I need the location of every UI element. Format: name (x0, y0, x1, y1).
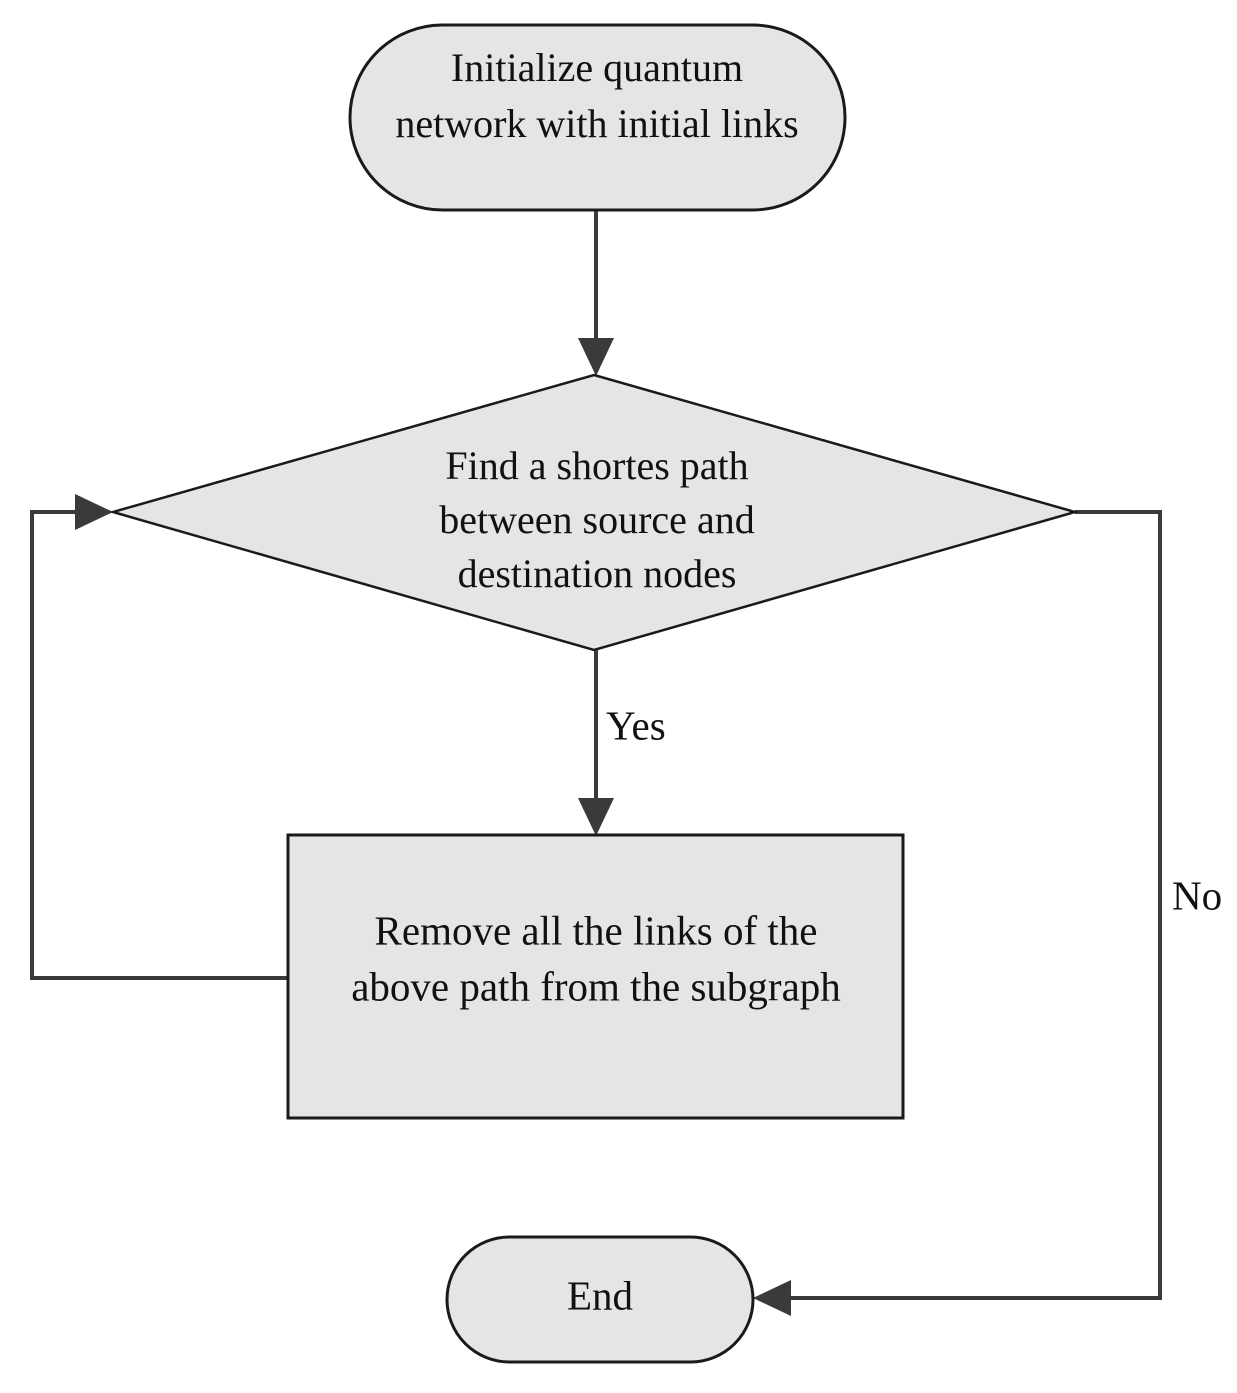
process-node-line-2: above path from the subgraph (351, 963, 841, 1009)
arrow-head-down-to-decision (578, 338, 614, 376)
decision-node-line-3: destination nodes (458, 551, 737, 596)
process-node-line-1: Remove all the links of the (375, 907, 818, 953)
process-node-shape (286, 833, 905, 1120)
decision-node-shape (108, 373, 1080, 652)
edge-decision-no-to-end (753, 510, 1162, 1316)
edge-process-loop-back-to-decision (30, 494, 288, 980)
edge-label-yes: Yes (606, 702, 666, 748)
start-node-shape (348, 23, 847, 212)
decision-node-line-2: between source and (439, 497, 754, 542)
start-node-line-1: Initialize quantum (451, 45, 743, 90)
edge-label-no: No (1172, 872, 1222, 918)
node-decision[interactable]: Find a shortes path between source and d… (108, 373, 1080, 652)
start-node-line-2: network with initial links (395, 101, 798, 146)
node-process[interactable]: Remove all the links of the above path f… (286, 833, 905, 1120)
node-start[interactable]: Initialize quantum network with initial … (348, 23, 847, 212)
edge-decision-yes-to-process (578, 650, 614, 836)
node-end[interactable]: End (445, 1235, 755, 1364)
arrow-head-right-to-decision (75, 494, 113, 530)
end-node-label: End (567, 1272, 633, 1318)
arrow-head-down-to-process (578, 798, 614, 836)
arrow-head-left-to-end (753, 1280, 791, 1316)
end-node-shape (445, 1235, 755, 1364)
edge-start-to-decision (578, 210, 614, 376)
decision-node-line-1: Find a shortes path (445, 443, 748, 488)
